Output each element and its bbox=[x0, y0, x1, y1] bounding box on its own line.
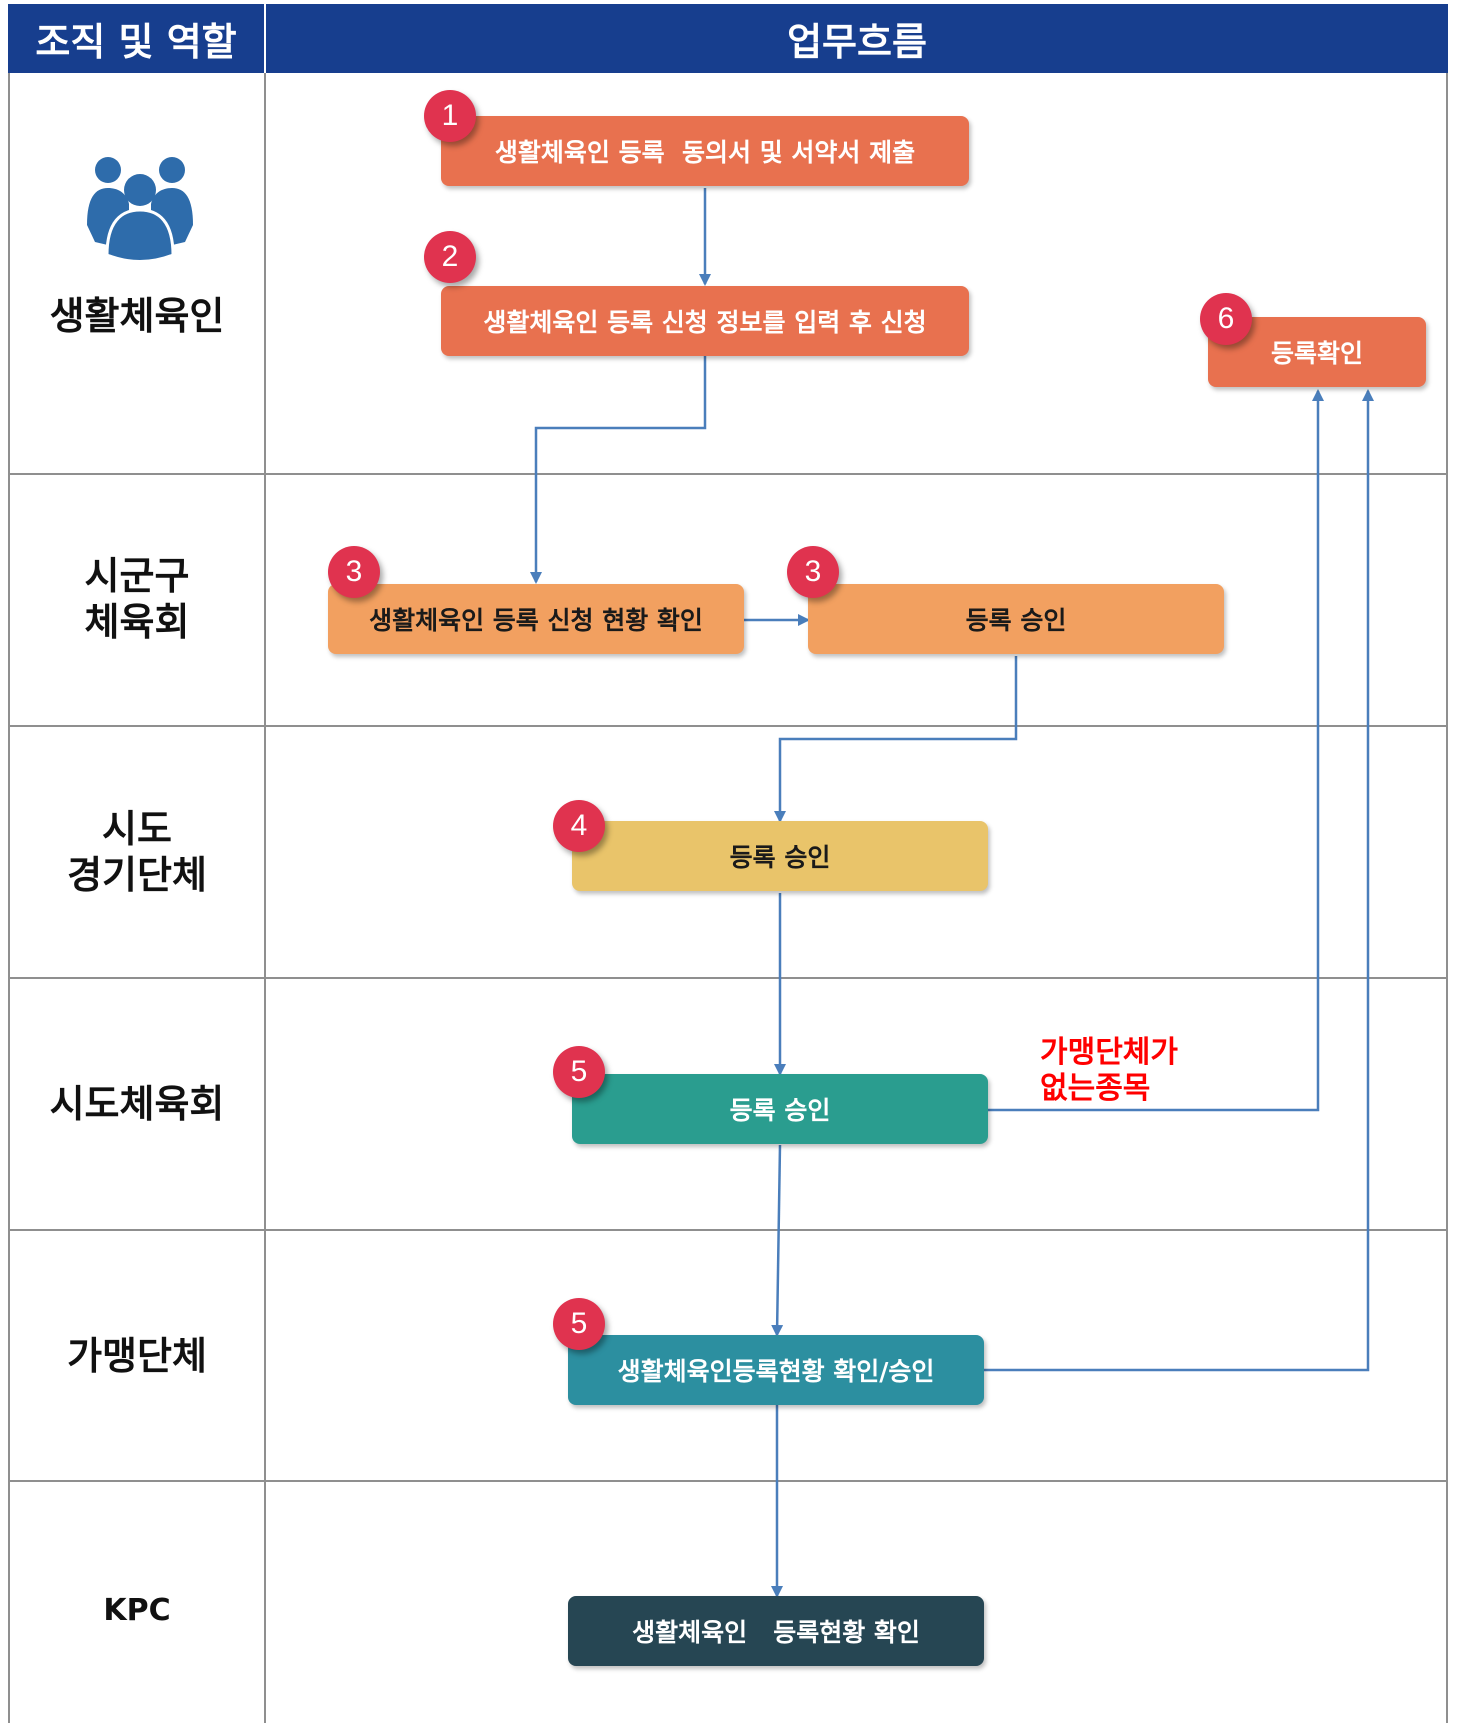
grid-row-line bbox=[8, 977, 1448, 979]
step-6-badge: 6 bbox=[1200, 293, 1252, 345]
arrow-step5a-to-step5b bbox=[771, 1144, 784, 1337]
no-federation-note: 가맹단체가 없는종목 bbox=[1040, 1035, 1178, 1106]
step-3a-box: 생활체육인 등록 신청 현황 확인 bbox=[328, 584, 744, 654]
step-3a-label: 생활체육인 등록 신청 현황 확인 bbox=[369, 606, 703, 635]
role-federation: 가맹단체 bbox=[67, 1334, 207, 1378]
step-1-label: 생활체육인 등록 동의서 및 서약서 제출 bbox=[494, 138, 916, 167]
arrow-step5b-to-step6 bbox=[984, 389, 1374, 1372]
step-5a-box: 등록 승인 bbox=[572, 1074, 988, 1144]
arrow-step5a-to-step6 bbox=[988, 389, 1324, 1112]
header-roles: 조직 및 역할 bbox=[8, 4, 264, 73]
grid-column-divider bbox=[264, 73, 266, 1723]
header-roles-title: 조직 및 역할 bbox=[35, 20, 237, 64]
grid-row-line bbox=[8, 1480, 1448, 1482]
step-5a-label: 등록 승인 bbox=[729, 1096, 831, 1125]
step-5a-badge: 5 bbox=[553, 1046, 605, 1098]
step-3b-label: 등록 승인 bbox=[965, 606, 1067, 635]
step-3b-box: 등록 승인 bbox=[808, 584, 1224, 654]
role-member: 생활체육인 bbox=[49, 294, 225, 338]
role-sigungu-council: 시군구 체육회 bbox=[84, 554, 190, 644]
people-group-icon bbox=[87, 157, 193, 263]
step-3b-badge: 3 bbox=[787, 546, 839, 598]
grid-left-border bbox=[8, 73, 10, 1723]
step-4-badge: 4 bbox=[553, 800, 605, 852]
arrow-step2-to-step3a bbox=[530, 356, 707, 584]
role-sido-council: 시도체육회 bbox=[49, 1082, 225, 1126]
header-flow: 업무흐름 bbox=[266, 4, 1448, 73]
grid-row-line bbox=[8, 473, 1448, 475]
grid-right-border bbox=[1446, 73, 1448, 1723]
step-2-box: 생활체육인 등록 신청 정보를 입력 후 신청 bbox=[441, 286, 969, 356]
step-2-badge: 2 bbox=[424, 231, 476, 283]
role-sido-association: 시도 경기단체 bbox=[67, 807, 207, 897]
step-6-label: 등록확인 bbox=[1270, 339, 1363, 368]
step-3a-badge: 3 bbox=[328, 546, 380, 598]
step-4-label: 등록 승인 bbox=[729, 843, 831, 872]
step-5b-badge: 5 bbox=[553, 1298, 605, 1350]
step-1-box: 생활체육인 등록 동의서 및 서약서 제출 bbox=[441, 116, 969, 186]
step-5b-box: 생활체육인등록현황 확인/승인 bbox=[568, 1335, 984, 1405]
step-2-label: 생활체육인 등록 신청 정보를 입력 후 신청 bbox=[483, 308, 927, 337]
grid-row-line bbox=[8, 725, 1448, 727]
step-4-box: 등록 승인 bbox=[572, 821, 988, 891]
step-1-badge: 1 bbox=[424, 90, 476, 142]
header-flow-title: 업무흐름 bbox=[787, 20, 927, 64]
role-kpc: KPC bbox=[103, 1593, 171, 1628]
step-7-label: 생활체육인 등록현황 확인 bbox=[632, 1618, 920, 1647]
grid-row-line bbox=[8, 1229, 1448, 1231]
arrow-step3b-to-step4 bbox=[774, 656, 1018, 823]
step-7-box: 생활체육인 등록현황 확인 bbox=[568, 1596, 984, 1666]
step-5b-label: 생활체육인등록현황 확인/승인 bbox=[617, 1357, 935, 1386]
